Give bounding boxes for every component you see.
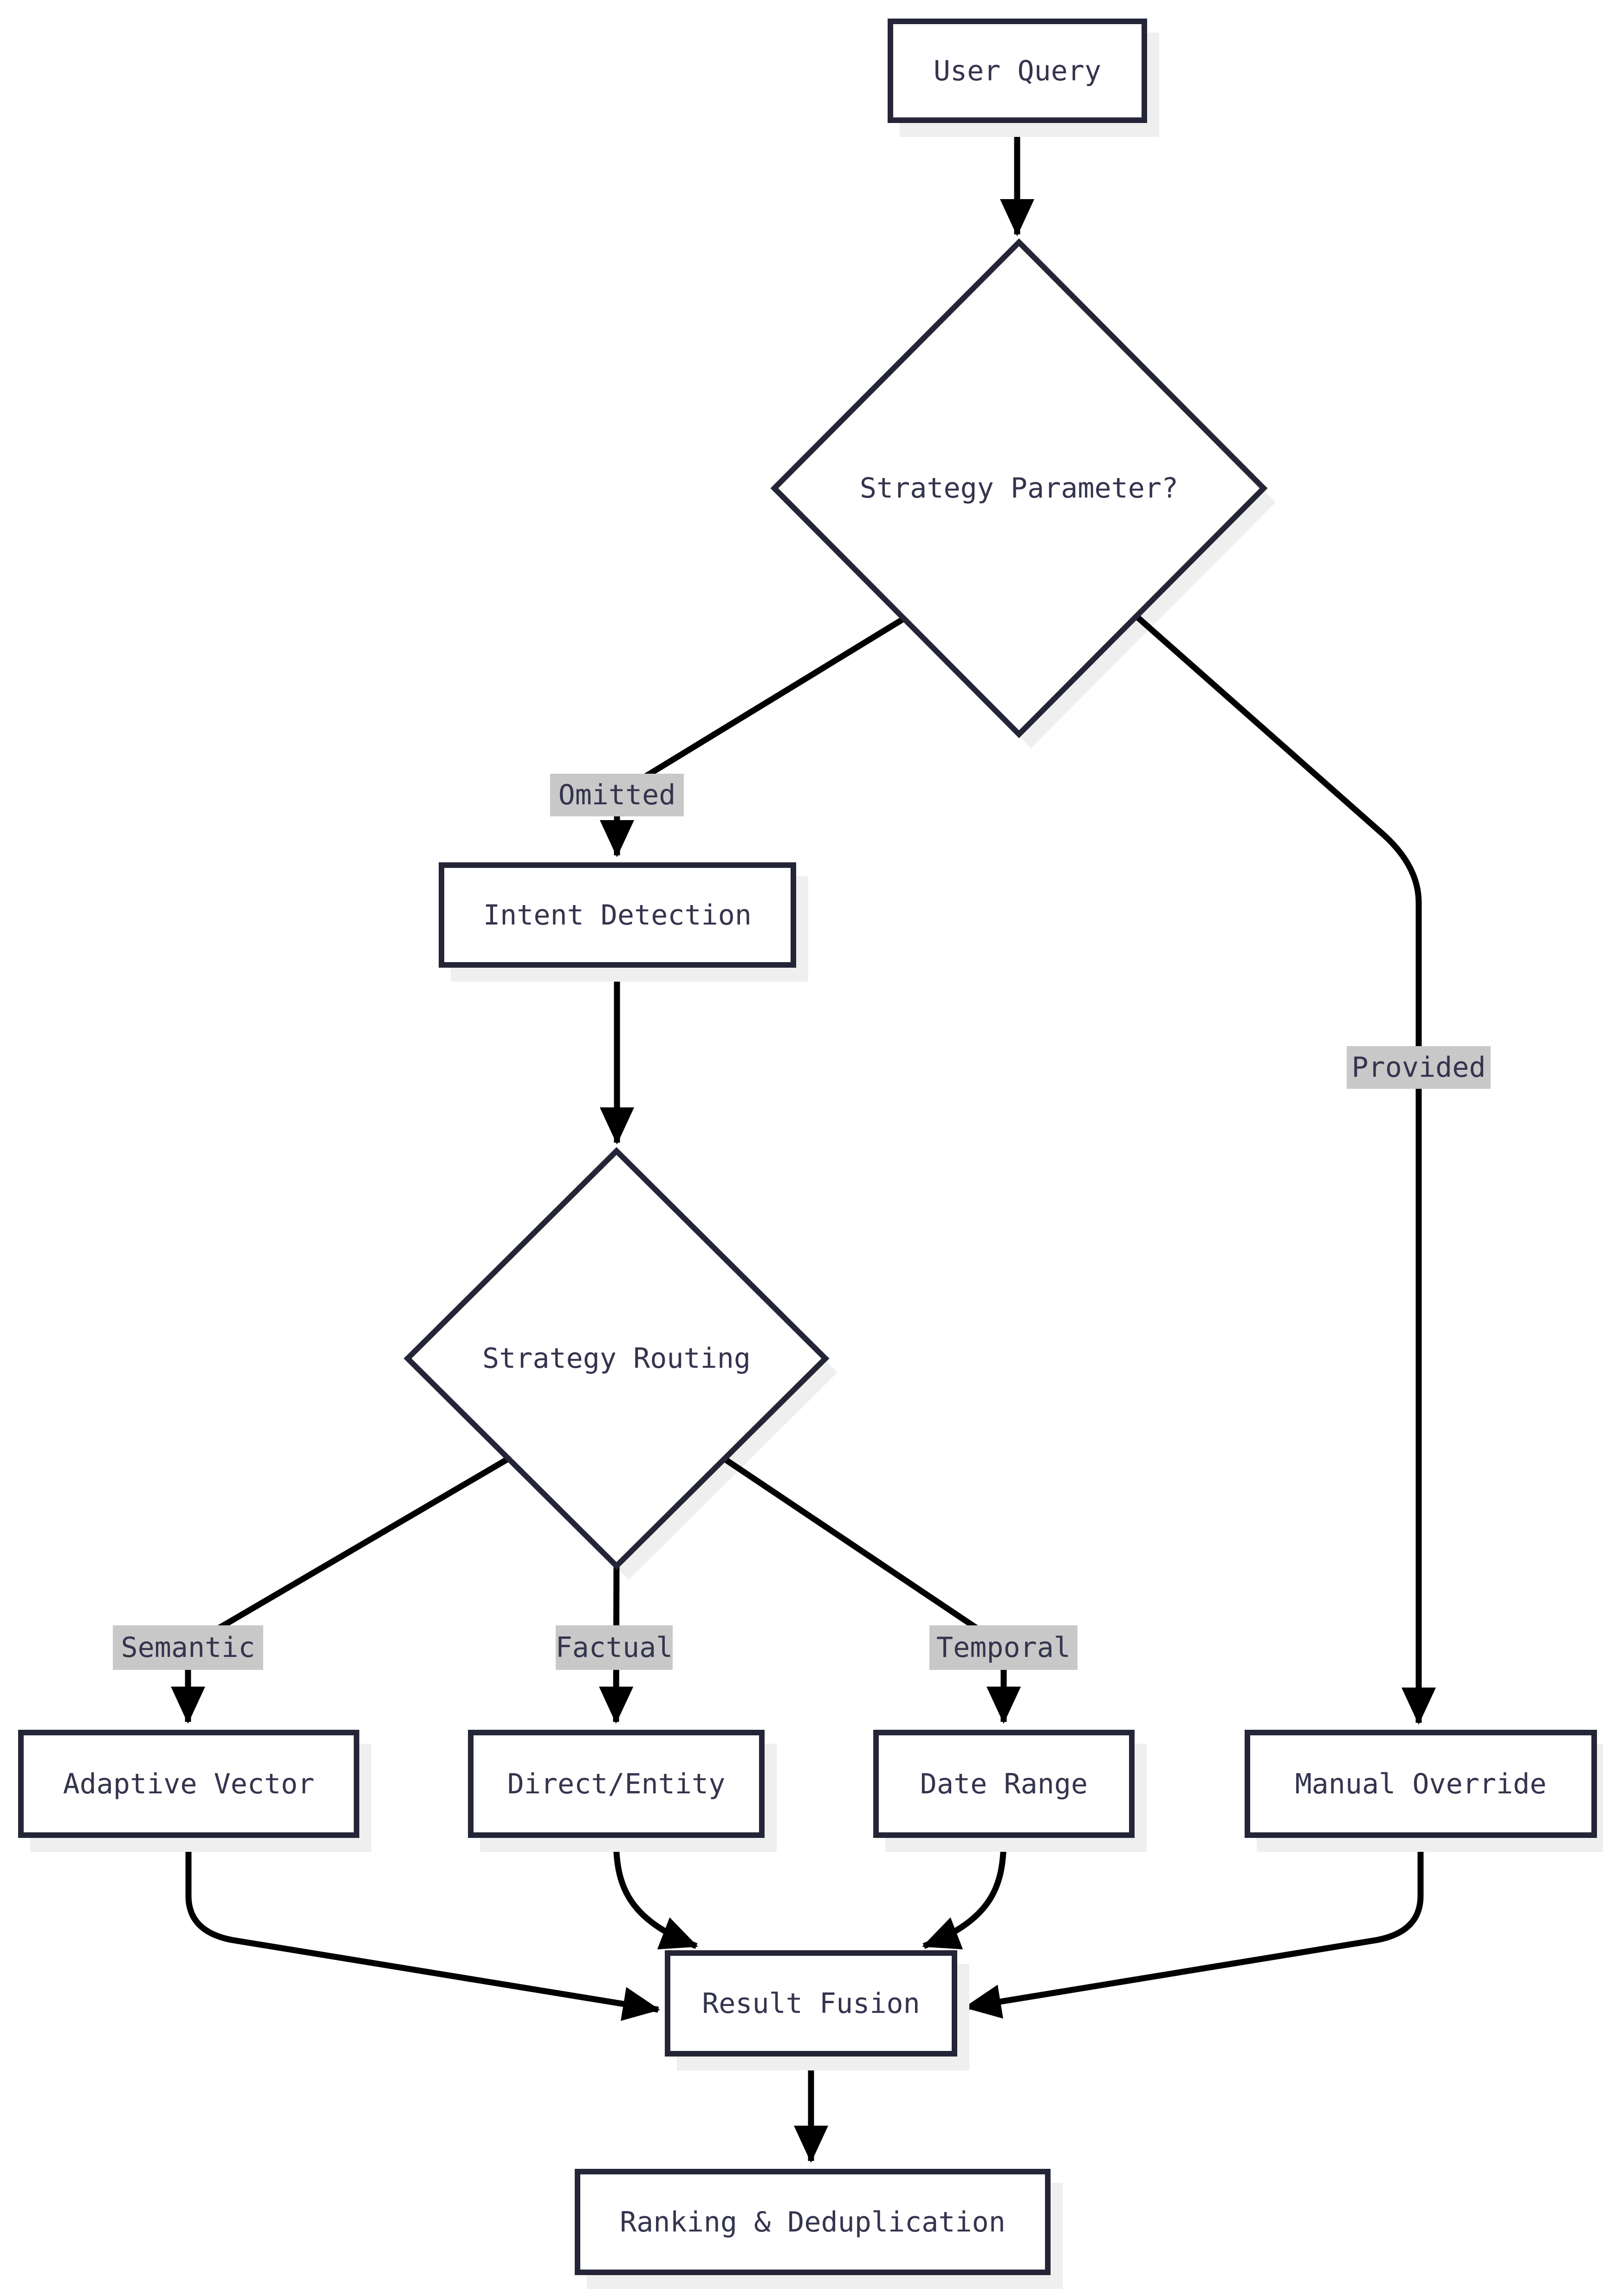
node-label: Strategy Parameter? xyxy=(859,472,1179,504)
edge-adaptive-vector-to-result-fusion xyxy=(185,1838,660,2021)
node-user-query: User Query xyxy=(888,19,1147,123)
edge-date-range-to-result-fusion xyxy=(922,1837,1007,1950)
edge-manual-override-to-result-fusion xyxy=(964,1838,1424,2019)
edge-label-semantic: Semantic xyxy=(113,1625,263,1670)
node-label: Ranking & Deduplication xyxy=(620,2205,1006,2238)
node-label: User Query xyxy=(933,54,1102,87)
edge-label-text: Factual xyxy=(555,1631,673,1664)
edge-direct-entity-to-result-fusion xyxy=(613,1837,698,1950)
node-direct-entity: Direct/Entity xyxy=(468,1730,765,1838)
node-label: Date Range xyxy=(920,1767,1088,1800)
edge-strategy-parameter-to-manual-override xyxy=(1134,614,1436,1725)
node-label: Intent Detection xyxy=(483,899,752,931)
node-result-fusion: Result Fusion xyxy=(665,1950,957,2057)
edge-label-factual: Factual xyxy=(556,1625,673,1670)
edge-label-text: Provided xyxy=(1351,1051,1486,1084)
node-adaptive-vector: Adaptive Vector xyxy=(18,1730,359,1838)
node-label: Adaptive Vector xyxy=(63,1767,315,1800)
node-strategy-routing: Strategy Routing xyxy=(408,1321,825,1396)
edge-label-text: Semantic xyxy=(121,1631,255,1664)
node-strategy-parameter: Strategy Parameter? xyxy=(787,451,1251,525)
decision-strategy-parameter-shape xyxy=(770,238,1268,738)
edge-label-provided: Provided xyxy=(1347,1046,1491,1089)
node-label: Result Fusion xyxy=(702,1987,920,2020)
node-intent-detection: Intent Detection xyxy=(439,862,796,968)
edge-label-temporal: Temporal xyxy=(929,1625,1077,1670)
node-label: Direct/Entity xyxy=(507,1767,726,1800)
edge-label-text: Omitted xyxy=(558,779,676,811)
node-label: Manual Override xyxy=(1295,1767,1547,1800)
node-manual-override: Manual Override xyxy=(1245,1730,1597,1838)
edge-strategy-routing-to-adaptive-vector xyxy=(171,1456,510,1724)
decision-strategy-routing-shape xyxy=(403,1147,830,1570)
node-date-range: Date Range xyxy=(873,1730,1135,1838)
edge-label-omitted: Omitted xyxy=(550,774,684,816)
edge-strategy-routing-to-date-range xyxy=(722,1456,1021,1724)
node-ranking-deduplication: Ranking & Deduplication xyxy=(575,2169,1051,2275)
edge-label-text: Temporal xyxy=(936,1631,1071,1664)
node-label: Strategy Routing xyxy=(482,1342,751,1375)
edge-strategy-parameter-to-intent-detection xyxy=(600,616,906,857)
